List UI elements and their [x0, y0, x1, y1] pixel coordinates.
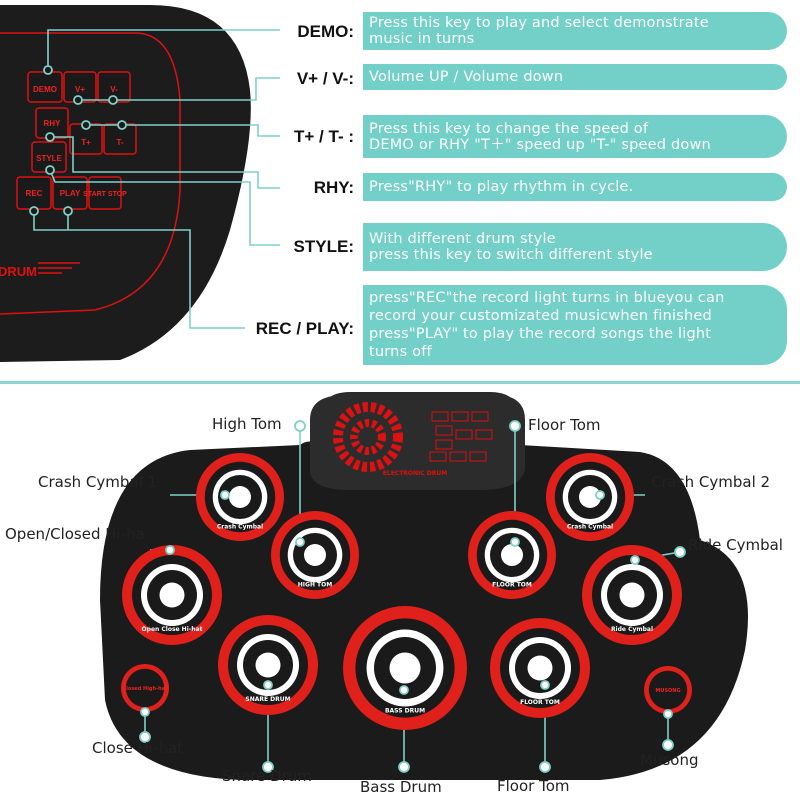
- desc-volume-text: Volume UP / Volume down: [369, 69, 564, 85]
- label-demo: DEMO:: [297, 22, 354, 41]
- pad-ring: [579, 486, 601, 508]
- panel-brand: DRUM: [0, 264, 37, 279]
- pad-label-close-hihat: Close Hi-hat: [92, 739, 184, 757]
- pad-print-label: SNARE DRUM: [245, 696, 290, 703]
- bass-pad: BASS DRUM: [343, 606, 467, 730]
- callout-dots: [29, 65, 127, 216]
- pad-ring: [125, 668, 165, 708]
- pad-label-crash-cymbal-1: Crash Cymbal 1: [38, 473, 158, 491]
- pad-print-label: FLOOR TOM: [492, 582, 532, 589]
- pad-print-label: Ride Cymbal: [611, 626, 653, 633]
- desc-style-text: With different drum style press this key…: [369, 231, 653, 263]
- tempo-up-label: T+: [81, 138, 91, 147]
- closed-hihat-pad: Closed High-hat: [121, 664, 169, 712]
- desc-rhy: Press"RHY" to play rhythm in cycle.: [363, 173, 787, 201]
- pad-label-musong: Musong: [640, 751, 699, 769]
- panel-outline: [0, 32, 181, 315]
- style-label: STYLE: [36, 154, 62, 163]
- hihat-pad: Open Close Hi-hat: [122, 545, 222, 645]
- pad-ring: [304, 544, 326, 566]
- pad-ring: [229, 486, 251, 508]
- desc-tempo-text: Press this key to change the speed of DE…: [369, 120, 711, 153]
- rec-label: REC: [26, 189, 43, 198]
- snare-pad: SNARE DRUM: [218, 615, 318, 715]
- pad-ring: [648, 670, 688, 710]
- pad-label-high-tom: High Tom: [212, 415, 282, 433]
- start-stop-label: START STOP: [83, 191, 127, 198]
- high-tom-pad: HIGH TOM: [271, 511, 359, 599]
- label-tempo: T+ / T- :: [294, 127, 354, 146]
- desc-style: With different drum style press this key…: [363, 223, 787, 271]
- desc-rhy-text: Press"RHY" to play rhythm in cycle.: [369, 179, 634, 195]
- desc-volume: Volume UP / Volume down: [363, 64, 787, 90]
- pad-label-floor-tom-bottom: Floor Tom: [497, 777, 570, 795]
- ride-pad: Ride Cymbal: [582, 545, 682, 645]
- pad-label-ride-cymbal: Ride Cymbal: [688, 536, 783, 554]
- pad-label-open-hihat: Open/Closed Hi-ha: [5, 525, 145, 543]
- floor-tom-bottom-pad: FLOOR TOM: [490, 618, 590, 718]
- label-volume: V+ / V-:: [296, 69, 354, 88]
- brand-stripes: [38, 262, 80, 274]
- pad-print-label: Crash Cymbal: [217, 524, 263, 531]
- pad-ring: [159, 582, 185, 608]
- pad-label-snare: Snare Drum: [222, 767, 312, 785]
- desc-rec-play: press"REC"the record light turns in blue…: [363, 285, 787, 365]
- crash-cymbal-1-pad: Crash Cymbal: [196, 453, 284, 541]
- crash-cymbal-2-pad: Crash Cymbal: [546, 453, 634, 541]
- desc-demo-text: Press this key to play and select demons…: [369, 15, 709, 47]
- pad-print-label: Closed High-hat: [123, 686, 169, 692]
- label-rec-play: REC / PLAY:: [255, 319, 354, 338]
- label-style: STYLE:: [293, 237, 354, 256]
- speaker-grille-inner: [350, 419, 386, 455]
- pad-print-label: BASS DRUM: [385, 708, 425, 715]
- pad-print-label: HIGH TOM: [298, 582, 332, 589]
- desc-rec-play-text: press"REC"the record light turns in blue…: [369, 290, 725, 360]
- desc-tempo: Press this key to change the speed of DE…: [363, 115, 787, 158]
- desc-demo: Press this key to play and select demons…: [363, 12, 787, 50]
- musong-pad: MUSONG: [644, 666, 692, 714]
- pad-callout-dots: [139, 420, 686, 773]
- demo-key-label: DEMO: [33, 85, 57, 94]
- floor-tom-top-pad: FLOOR TOM: [468, 511, 556, 599]
- rhy-label: RHY: [44, 119, 62, 128]
- pad-label-floor-tom-top: Floor Tom: [528, 416, 601, 434]
- vol-up-label: V+: [75, 85, 85, 94]
- pad-ring: [619, 582, 645, 608]
- start-stop-key: [88, 176, 122, 210]
- label-rhy: RHY:: [313, 178, 354, 197]
- pad-ring: [255, 652, 281, 678]
- device-brand: ELECTRONIC DRUM: [383, 470, 447, 477]
- play-label: PLAY: [60, 189, 81, 198]
- pad-label-bass: Bass Drum: [360, 778, 442, 796]
- vol-down-label: V-: [110, 85, 118, 94]
- module-keys: [429, 411, 493, 462]
- tempo-down-label: T-: [116, 138, 123, 147]
- pad-print-label: Crash Cymbal: [567, 524, 613, 531]
- pad-ring: [389, 652, 421, 684]
- pad-ring: [527, 655, 553, 681]
- speaker-grille: [333, 402, 403, 472]
- pad-ring: [501, 544, 523, 566]
- section-divider: [0, 381, 800, 384]
- pad-print-label: Open Close Hi-hat: [142, 626, 203, 633]
- pad-label-crash-cymbal-2: Crash Cymbal 2: [651, 473, 771, 491]
- pad-print-label: MUSONG: [655, 688, 680, 694]
- pad-print-label: FLOOR TOM: [520, 699, 560, 706]
